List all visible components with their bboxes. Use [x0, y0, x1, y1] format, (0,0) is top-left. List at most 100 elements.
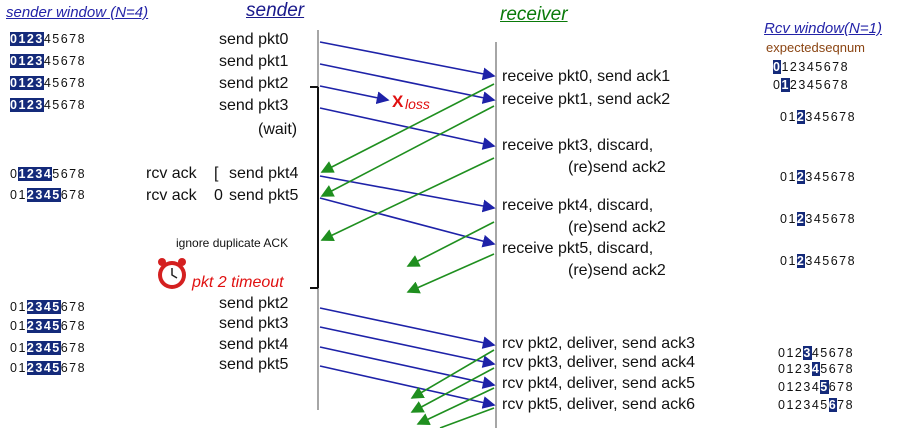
seq-number: 0	[10, 361, 19, 375]
loss-x-mark: X	[392, 92, 404, 111]
seq-number: 8	[77, 76, 87, 90]
seq-number: 8	[77, 54, 87, 68]
sender-window-row: 012345678	[10, 54, 86, 68]
seq-number: 1	[788, 170, 797, 184]
seq-number: 5	[822, 170, 831, 184]
seq-number: 6	[60, 188, 70, 202]
seq-number: 3	[35, 54, 44, 68]
sender-window-row: 012345678	[10, 319, 86, 333]
timer-bracket	[310, 86, 319, 289]
seq-number: 8	[77, 167, 87, 181]
ack2-dup-arrow-3	[406, 253, 495, 294]
seq-number: 2	[26, 341, 36, 355]
seq-number: 8	[845, 380, 855, 394]
ack2-dup-arrow-1	[320, 157, 495, 241]
seq-number: 2	[26, 361, 36, 375]
seq-number: 1	[786, 380, 795, 394]
seq-number: 5	[815, 60, 824, 74]
seq-number: 6	[60, 319, 70, 333]
seq-number: 5	[52, 54, 61, 68]
seq-number: 1	[18, 32, 27, 46]
seq-number: 7	[839, 170, 848, 184]
seq-number: 4	[43, 341, 53, 355]
seq-number: 4	[43, 98, 53, 112]
sender-window-heading: sender window (N=4)	[6, 4, 149, 21]
seq-number: 6	[830, 170, 840, 184]
seq-number: 8	[847, 254, 857, 268]
seq-number: 0	[10, 98, 19, 112]
seq-number: 2	[26, 188, 36, 202]
seq-number: 6	[830, 254, 840, 268]
seq-number: 4	[43, 300, 53, 314]
ack2-dup-arrow-2	[406, 221, 495, 267]
rcv-window-row: 012345678	[780, 170, 856, 184]
receiver-event: receive pkt4, discard,	[502, 197, 654, 214]
seq-number: 1	[788, 110, 797, 124]
seq-number: 7	[69, 167, 78, 181]
seq-number: 5	[820, 398, 829, 412]
seq-number: 4	[813, 254, 823, 268]
sender-event: send pkt2	[219, 295, 289, 312]
rcv-window-row: 012345678	[778, 346, 854, 360]
seq-number: 3	[803, 346, 812, 360]
seq-number: 4	[811, 346, 821, 360]
seq-number: 1	[786, 398, 795, 412]
seq-number: 5	[822, 212, 831, 226]
seq-number: 8	[840, 78, 850, 92]
seq-number: 6	[830, 212, 840, 226]
seq-number: 7	[839, 254, 848, 268]
seq-number: 0	[10, 319, 19, 333]
seq-number: 7	[69, 300, 78, 314]
seq-number: 8	[845, 346, 855, 360]
seq-number: 0	[10, 341, 19, 355]
seq-number: 3	[35, 76, 44, 90]
seq-number: 2	[796, 212, 806, 226]
rcv-window-heading: Rcv window(N=1)	[764, 20, 882, 37]
receiver-event: rcv pkt4, deliver, send ack5	[502, 375, 695, 392]
seq-number: 2	[26, 167, 36, 181]
seq-number: 5	[820, 346, 829, 360]
seq-number: 0	[778, 398, 787, 412]
receiver-event: receive pkt0, send ack1	[502, 68, 671, 85]
seq-number: 1	[781, 78, 790, 92]
seq-number: 7	[839, 110, 848, 124]
sender-window-row: 012345678	[10, 167, 86, 181]
rcv-window-row: 012345678	[780, 254, 856, 268]
seq-number: 0	[780, 170, 789, 184]
pkt5-arrow	[319, 197, 496, 248]
seq-number: 7	[69, 32, 78, 46]
seq-number: 8	[847, 170, 857, 184]
sender-window-row: 012345678	[10, 98, 86, 112]
seq-number: 7	[837, 398, 846, 412]
seq-number: 8	[77, 319, 87, 333]
pkt2-resend-arrow	[319, 307, 496, 349]
seq-number: 2	[794, 362, 804, 376]
sender-event: send pkt4	[229, 165, 299, 182]
seq-number: 7	[832, 78, 841, 92]
sender-wait: (wait)	[258, 121, 298, 138]
receiver-event: receive pkt5, discard,	[502, 240, 654, 257]
sender-event: send pkt2	[219, 75, 289, 92]
receiver-event: rcv pkt2, deliver, send ack3	[502, 335, 695, 352]
seq-number: 8	[77, 32, 87, 46]
seq-number: 6	[60, 341, 70, 355]
rcv-window-row: 012345678	[780, 212, 856, 226]
sender-heading: sender	[246, 0, 305, 21]
seq-number: 1	[786, 346, 795, 360]
seq-number: 3	[35, 167, 44, 181]
seq-number: 6	[60, 361, 70, 375]
seq-number: 8	[847, 212, 857, 226]
seq-number: 3	[35, 341, 44, 355]
seq-number: 4	[806, 78, 816, 92]
ack1-arrow	[320, 83, 495, 173]
seq-number: 6	[60, 98, 70, 112]
seq-number: 2	[794, 398, 804, 412]
sender-event: send pkt1	[219, 53, 289, 70]
receiver-event: receive pkt1, send ack2	[502, 91, 671, 108]
seq-number: 5	[52, 98, 61, 112]
seq-number: 3	[35, 98, 44, 112]
seq-number: 2	[26, 76, 36, 90]
pkt4-arrow	[319, 175, 496, 213]
seq-number: 4	[813, 212, 823, 226]
